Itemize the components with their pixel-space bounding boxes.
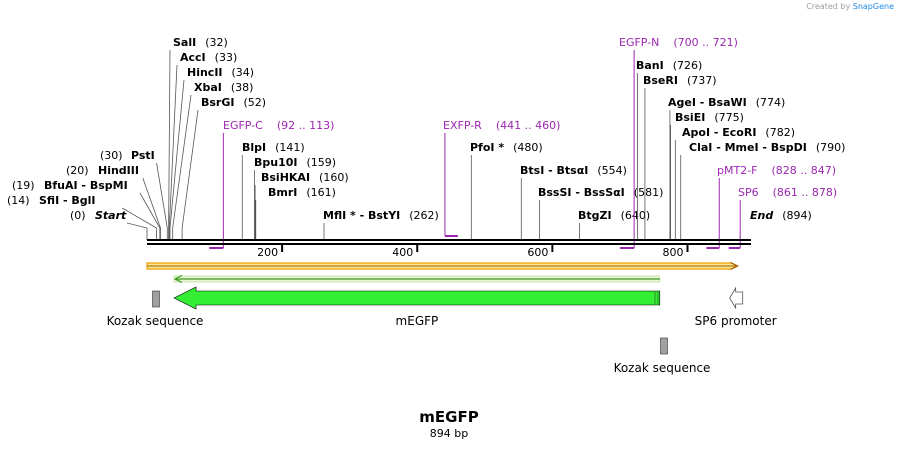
primer-range: (828 .. 847) xyxy=(772,164,837,177)
enzyme-label: BmrI xyxy=(268,186,297,199)
enzyme-label: BseRI xyxy=(643,74,678,87)
ruler-tick-label: 600 xyxy=(527,246,548,259)
primer-label: EXFP-R xyxy=(443,119,482,132)
enzyme-label: End xyxy=(750,209,773,222)
enzyme-site-number: (52) xyxy=(243,96,266,109)
enzyme-site-number: (14) xyxy=(7,194,30,207)
sequence-length: 894 bp xyxy=(429,427,469,440)
enzyme-site-number: (33) xyxy=(215,51,238,64)
enzyme-site-number: (737) xyxy=(687,74,717,87)
enzyme-site-number: (159) xyxy=(307,156,337,169)
enzyme-leader-line xyxy=(121,207,157,240)
enzyme-site-number: (480) xyxy=(513,141,543,154)
ruler-tick-label: 400 xyxy=(392,246,413,259)
feature-label: Kozak sequence xyxy=(107,314,204,328)
enzyme-leader-line xyxy=(168,49,171,240)
enzyme-leader-line xyxy=(126,222,148,240)
primer-range: (700 .. 721) xyxy=(673,36,738,49)
kozak-sequence-block xyxy=(152,290,160,308)
enzyme-site-number: (32) xyxy=(205,36,228,49)
feature-label: SP6 promoter xyxy=(695,314,777,328)
enzyme-site-number: (554) xyxy=(597,164,627,177)
primer-range: (861 .. 878) xyxy=(773,186,838,199)
kozak-sequence-block xyxy=(660,337,668,355)
ruler-tick-label: 800 xyxy=(662,246,683,259)
enzyme-site-number: (0) xyxy=(70,209,86,222)
primer-label: EGFP-C xyxy=(223,119,263,132)
orf-reverse-arrowhead xyxy=(173,274,183,284)
enzyme-label: BtgZI xyxy=(578,209,612,222)
enzyme-label: BlpI xyxy=(242,141,266,154)
enzyme-label: HindIII xyxy=(98,164,139,177)
credit-prefix: Created by xyxy=(806,2,851,11)
enzyme-label: BsrGI xyxy=(201,96,234,109)
enzyme-label: PstI xyxy=(131,149,155,162)
enzyme-leader-line xyxy=(142,177,161,240)
primer-label: pMT2-F xyxy=(717,164,758,177)
mEGFP-feature-arrow xyxy=(173,286,661,310)
enzyme-label: MflI * - BstYI xyxy=(323,209,400,222)
enzyme-site-number: (30) xyxy=(100,149,123,162)
enzyme-site-number: (782) xyxy=(765,126,795,139)
enzyme-label: ApoI - EcoRI xyxy=(682,126,756,139)
enzyme-site-number: (19) xyxy=(12,179,35,192)
enzyme-label: AgeI - BsaWI xyxy=(668,96,747,109)
enzyme-site-number: (34) xyxy=(232,66,255,79)
enzyme-site-number: (775) xyxy=(714,111,744,124)
feature-label: mEGFP xyxy=(396,314,439,328)
feature-label: Kozak sequence xyxy=(614,361,711,375)
enzyme-leader-line xyxy=(169,79,185,240)
enzyme-label: Bpu10I xyxy=(254,156,298,169)
credit-brand: SnapGene xyxy=(852,2,894,11)
enzyme-label: BanI xyxy=(636,59,664,72)
enzyme-site-number: (640) xyxy=(621,209,651,222)
enzyme-label: SfiI - BglI xyxy=(39,194,96,207)
enzyme-label: HincII xyxy=(187,66,223,79)
orf-forward-arrowhead xyxy=(730,261,739,271)
enzyme-label: Start xyxy=(95,209,127,222)
ruler-tick-label: 200 xyxy=(257,246,278,259)
enzyme-site-number: (160) xyxy=(319,171,349,184)
enzyme-leader-line xyxy=(139,192,161,240)
enzyme-leader-line xyxy=(172,94,192,240)
enzyme-label: ClaI - MmeI - BspDI xyxy=(689,141,807,154)
enzyme-site-number: (894) xyxy=(782,209,812,222)
snapgene-credit: Created by SnapGene xyxy=(806,2,894,11)
enzyme-site-number: (20) xyxy=(66,164,89,177)
enzyme-leader-line xyxy=(181,109,199,240)
enzyme-leader-line xyxy=(156,162,168,240)
primer-label: SP6 xyxy=(738,186,759,199)
enzyme-site-number: (581) xyxy=(634,186,664,199)
enzyme-site-number: (161) xyxy=(306,186,336,199)
enzyme-site-number: (141) xyxy=(275,141,305,154)
enzyme-label: AccI xyxy=(180,51,206,64)
primer-label: EGFP-N xyxy=(619,36,659,49)
enzyme-label: BssSI - BssSαI xyxy=(538,186,625,199)
enzyme-label: BsiHKAI xyxy=(261,171,310,184)
enzyme-label: BsiEI xyxy=(675,111,705,124)
enzyme-label: PfoI * xyxy=(470,141,504,154)
sequence-name: mEGFP xyxy=(419,408,479,426)
enzyme-label: BtsI - BtsαI xyxy=(520,164,588,177)
enzyme-site-number: (726) xyxy=(673,59,703,72)
primer-range: (441 .. 460) xyxy=(496,119,561,132)
enzyme-label: BfuAI - BspMI xyxy=(44,179,128,192)
enzyme-site-number: (38) xyxy=(231,81,254,94)
enzyme-label: XbaI xyxy=(194,81,222,94)
enzyme-site-number: (262) xyxy=(409,209,439,222)
enzyme-site-number: (790) xyxy=(816,141,846,154)
primer-range: (92 .. 113) xyxy=(277,119,335,132)
enzyme-site-number: (774) xyxy=(756,96,786,109)
enzyme-label: SalI xyxy=(173,36,196,49)
enzyme-leader-line xyxy=(168,64,178,240)
sp6-promoter-arrow xyxy=(729,286,744,310)
